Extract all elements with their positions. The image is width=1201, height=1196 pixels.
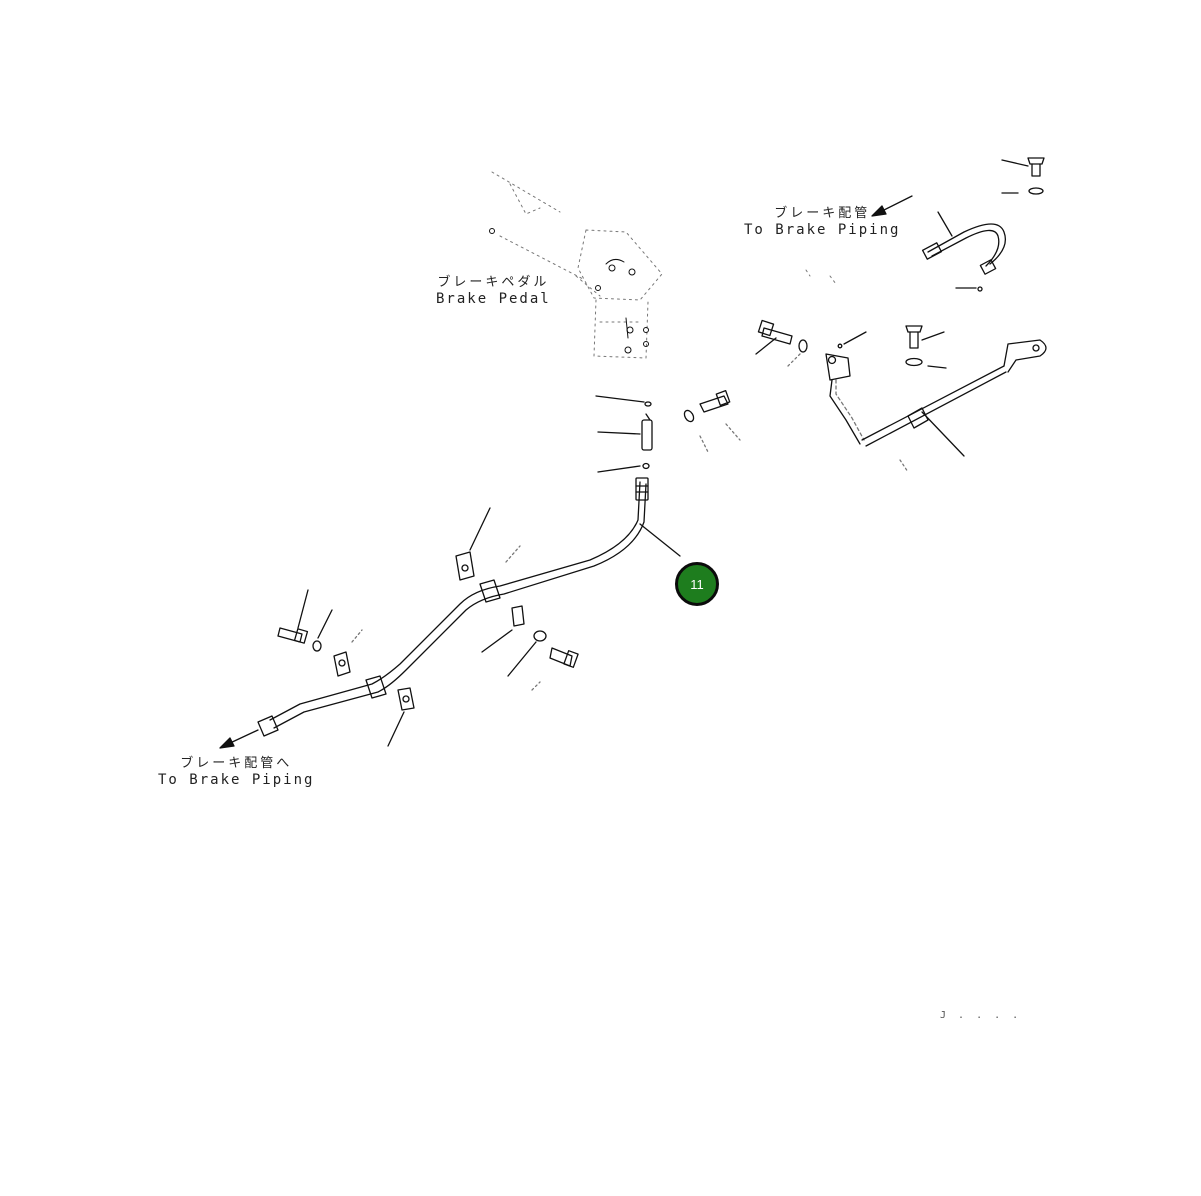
lower-brake-piping-label: ブレーキ配管へ To Brake Piping — [158, 755, 314, 789]
brake-pedal-label: ブレーキペダル Brake Pedal — [436, 274, 551, 308]
middle-fittings — [595, 390, 741, 473]
upper-brake-piping-jp: ブレーキ配管 — [774, 206, 871, 221]
lower-brake-piping-en: To Brake Piping — [158, 772, 315, 788]
brake-pedal-assembly — [491, 171, 837, 359]
upper-brake-piping-label: ブレーキ配管 To Brake Piping — [744, 205, 900, 239]
lower-left-bolt — [277, 589, 333, 652]
brake-pedal-en: Brake Pedal — [436, 291, 551, 307]
lower-arrowhead — [219, 737, 235, 749]
pedal-bolts — [489, 228, 649, 354]
brake-pedal-jp: ブレーキペダル — [437, 275, 550, 290]
right-rod — [861, 339, 1047, 473]
right-bolt-small — [905, 325, 947, 369]
lower-brake-piping-jp: ブレーキ配管へ — [180, 756, 293, 771]
right-clamp-bracket — [825, 331, 867, 445]
lower-nut-bolt — [507, 630, 579, 691]
top-right-bolt — [1001, 157, 1045, 195]
upper-arrowhead — [871, 205, 887, 217]
hose-clamps — [333, 507, 525, 747]
main-brake-hose — [257, 477, 681, 737]
upper-right-pipe — [921, 211, 1007, 292]
lower-arrow — [227, 729, 259, 745]
right-bolt-group — [755, 319, 808, 367]
drawing-code: J . . . . — [940, 1010, 1022, 1021]
callout-badge-11[interactable]: 11 — [675, 562, 719, 606]
upper-brake-piping-en: To Brake Piping — [744, 222, 901, 238]
upper-arrow — [879, 195, 913, 213]
